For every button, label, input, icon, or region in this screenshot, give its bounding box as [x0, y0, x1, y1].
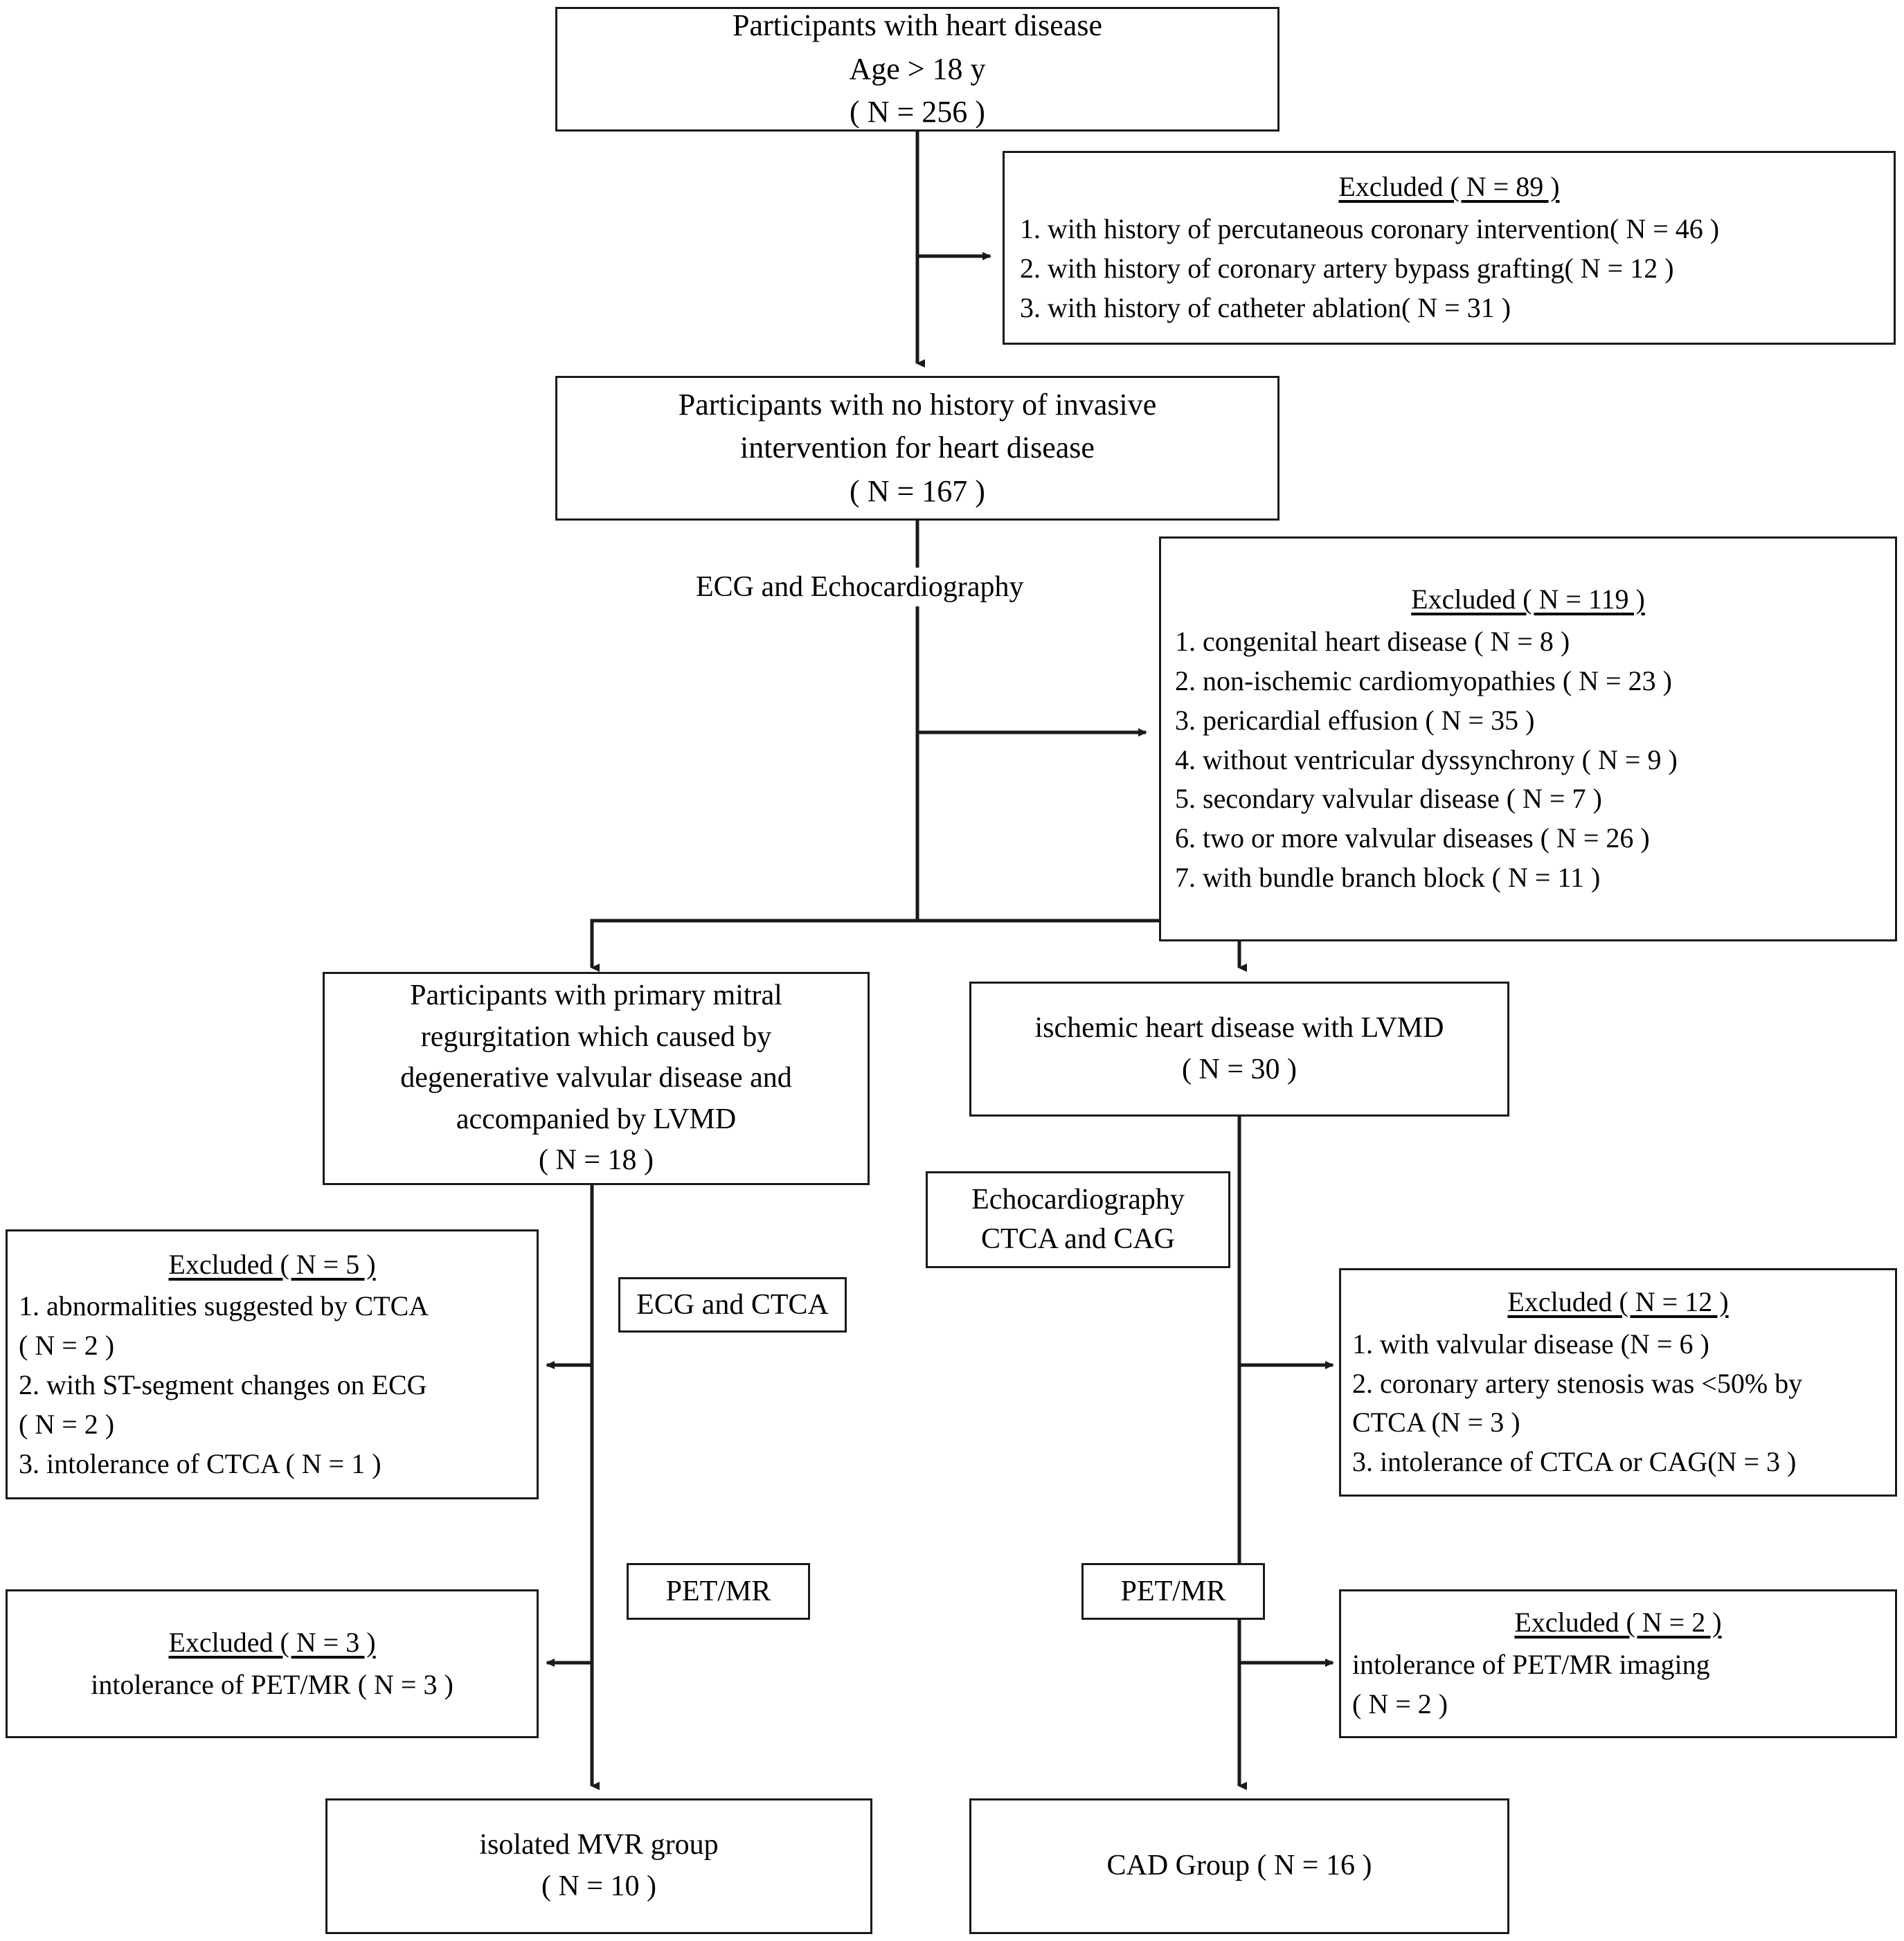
node-mvr-group-line-2: ( N = 10 ): [541, 1870, 656, 1902]
step-label-petmr-right-text: PET/MR: [1120, 1575, 1226, 1607]
node-primary-mr-line-3: degenerative valvular disease and: [400, 1062, 792, 1094]
exclusion-5-item-2-count: ( N = 2 ): [19, 1408, 115, 1440]
step-label-ecg-ctca: ECG and CTCA: [618, 1277, 847, 1333]
exclusion-89-heading: Excluded ( N = 89 ): [1338, 171, 1560, 203]
exclusion-119-item-6: 6. two or more valvular diseases ( N = 2…: [1175, 822, 1650, 854]
exclusion-119-item-1: 1. congenital heart disease ( N = 8 ): [1175, 626, 1570, 658]
step-label-petmr-left-text: PET/MR: [665, 1575, 771, 1607]
node-enrolled-line-1: Participants with heart disease: [733, 8, 1102, 43]
exclusion-3-item-1: intolerance of PET/MR ( N = 3 ): [91, 1668, 453, 1700]
exclusion-2-heading: Excluded ( N = 2 ): [1514, 1607, 1722, 1638]
exclusion-5-heading: Excluded ( N = 5 ): [168, 1248, 376, 1280]
node-no-invasive-history: Participants with no history of invasive…: [555, 376, 1279, 521]
node-isolated-mvr-group: isolated MVR group ( N = 10 ): [325, 1798, 872, 1934]
exclusion-12-item-2-cont: CTCA (N = 3 ): [1352, 1407, 1520, 1438]
exclusion-5-item-2: 2. with ST-segment changes on ECG: [19, 1369, 427, 1400]
node-no-invasive-line-2: intervention for heart disease: [740, 431, 1095, 465]
node-ischemic-heart-disease-lvmd: ischemic heart disease with LVMD ( N = 3…: [969, 982, 1509, 1117]
exclusion-12-item-3: 3. intolerance of CTCA or CAG(N = 3 ): [1352, 1446, 1797, 1478]
exclusion-12-heading: Excluded ( N = 12 ): [1507, 1286, 1729, 1317]
node-enrolled: Participants with heart disease Age > 18…: [555, 7, 1279, 132]
step-label-ecg-echocardiography-text: ECG and Echocardiography: [696, 571, 1024, 603]
step-label-petmr-right: PET/MR: [1081, 1563, 1265, 1620]
exclusion-box-12: Excluded ( N = 12 ) 1. with valvular dis…: [1339, 1268, 1897, 1497]
node-no-invasive-line-3: ( N = 167 ): [850, 473, 985, 508]
exclusion-5-item-1: 1. abnormalities suggested by CTCA: [19, 1290, 429, 1322]
node-mvr-group-line-1: isolated MVR group: [479, 1829, 719, 1861]
exclusion-5-item-1-count: ( N = 2 ): [19, 1330, 115, 1362]
node-no-invasive-line-1: Participants with no history of invasive: [678, 387, 1157, 422]
exclusion-box-119: Excluded ( N = 119 ) 1. congenital heart…: [1159, 536, 1897, 941]
exclusion-119-item-4: 4. without ventricular dyssynchrony ( N …: [1175, 743, 1678, 775]
exclusion-box-2: Excluded ( N = 2 ) intolerance of PET/MR…: [1339, 1589, 1897, 1738]
exclusion-12-item-2: 2. coronary artery stenosis was <50% by: [1352, 1367, 1803, 1399]
exclusion-89-item-2: 2. with history of coronary artery bypas…: [1020, 253, 1674, 284]
exclusion-119-item-2: 2. non-ischemic cardiomyopathies ( N = 2…: [1175, 665, 1672, 696]
node-ihd-lvmd-line-2: ( N = 30 ): [1182, 1053, 1297, 1085]
node-primary-mr-line-2: regurgitation which caused by: [420, 1020, 772, 1053]
exclusion-5-item-3: 3. intolerance of CTCA ( N = 1 ): [19, 1447, 381, 1479]
step-label-echo-ctca-cag-line-1: Echocardiography: [971, 1184, 1185, 1216]
exclusion-89-item-1: 1. with history of percutaneous coronary…: [1020, 213, 1720, 245]
step-label-petmr-left: PET/MR: [627, 1563, 810, 1620]
exclusion-2-item-1-count: ( N = 2 ): [1352, 1688, 1448, 1719]
exclusion-12-item-1: 1. with valvular disease (N = 6 ): [1352, 1328, 1709, 1360]
node-cad-group: CAD Group ( N = 16 ): [969, 1798, 1509, 1934]
step-label-ecg-echocardiography: ECG and Echocardiography: [689, 568, 1031, 606]
exclusion-box-89: Excluded ( N = 89 ) 1. with history of p…: [1003, 151, 1896, 345]
node-enrolled-line-3: ( N = 256 ): [850, 95, 985, 129]
exclusion-box-5: Excluded ( N = 5 ) 1. abnormalities sugg…: [6, 1229, 539, 1499]
node-ihd-lvmd-line-1: ischemic heart disease with LVMD: [1034, 1011, 1444, 1044]
node-primary-mr-line-1: Participants with primary mitral: [410, 979, 782, 1011]
exclusion-119-item-5: 5. secondary valvular disease ( N = 7 ): [1175, 783, 1602, 815]
node-primary-mitral-regurgitation: Participants with primary mitral regurgi…: [323, 972, 870, 1185]
step-label-ecg-ctca-text: ECG and CTCA: [636, 1288, 829, 1321]
exclusion-89-item-3: 3. with history of catheter ablation( N …: [1020, 291, 1511, 323]
node-cad-group-line-1: CAD Group ( N = 16 ): [1106, 1850, 1372, 1882]
node-primary-mr-line-4: accompanied by LVMD: [456, 1103, 737, 1135]
exclusion-119-heading: Excluded ( N = 119 ): [1411, 584, 1645, 615]
node-primary-mr-line-5: ( N = 18 ): [539, 1144, 654, 1177]
step-label-echo-ctca-cag-line-2: CTCA and CAG: [980, 1223, 1175, 1255]
exclusion-119-item-3: 3. pericardial effusion ( N = 35 ): [1175, 704, 1535, 736]
node-enrolled-line-2: Age > 18 y: [849, 51, 986, 86]
exclusion-2-item-1: intolerance of PET/MR imaging: [1352, 1649, 1710, 1681]
exclusion-3-heading: Excluded ( N = 3 ): [168, 1626, 376, 1658]
step-label-echo-ctca-cag: Echocardiography CTCA and CAG: [926, 1171, 1230, 1268]
exclusion-119-item-7: 7. with bundle branch block ( N = 11 ): [1175, 861, 1601, 893]
exclusion-box-3: Excluded ( N = 3 ) intolerance of PET/MR…: [6, 1589, 539, 1738]
